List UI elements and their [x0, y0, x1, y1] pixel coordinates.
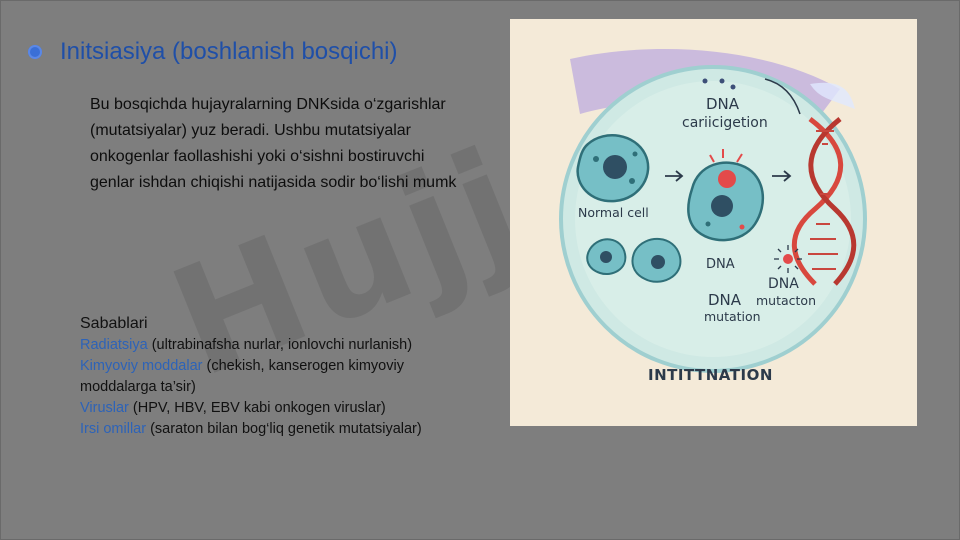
cause-detail: moddalarga ta’sir)	[80, 379, 196, 395]
label-dna-sub: cariicigetion	[682, 115, 768, 131]
cause-detail: (ultrabinafsha nurlar, ionlovchi nurlani…	[147, 337, 413, 353]
dna-rungs	[808, 130, 838, 270]
mutation-spot	[718, 170, 736, 188]
dot	[593, 156, 599, 162]
dna-strand	[808, 117, 857, 286]
label-caption: INTITTNATION	[648, 366, 773, 384]
cause-detail: (HPV, HBV, EBV kabi onkogen viruslar)	[128, 400, 386, 416]
glare-shape	[810, 82, 855, 109]
dot	[702, 78, 708, 84]
arrow-right-icon	[665, 170, 684, 182]
slide-title: Initsiasiya (boshlanish bosqichi)	[60, 38, 398, 65]
intro-paragraph: Bu bosqichda hujayralarning DNKsida o‘zg…	[90, 92, 510, 196]
cause-term: Kimyoviy moddalar	[80, 358, 203, 374]
mutation-spot	[783, 254, 793, 264]
cell-nucleus	[711, 195, 733, 217]
cause-term: Radiatsiya	[80, 337, 148, 353]
illustration-graphic	[559, 49, 867, 373]
label-normal-cell: Normal cell	[578, 205, 649, 220]
dot	[730, 84, 736, 90]
causes-section: Sabablari Radiatsiya (ultrabinafsha nurl…	[80, 313, 422, 440]
paragraph-line: onkogenlar faollashishi yoki o‘sishni bo…	[90, 148, 425, 165]
arrow-right-icon	[772, 170, 792, 182]
cell-nucleus	[603, 155, 627, 179]
cell-nucleus	[651, 255, 665, 269]
burst-line	[709, 154, 715, 163]
cause-term: Viruslar	[80, 400, 129, 416]
dot	[632, 151, 638, 157]
label-dna-top: DNA	[706, 95, 740, 113]
dot	[629, 178, 635, 184]
dot	[719, 78, 725, 84]
paragraph-line: genlar ishdan chiqishi natijasida sodir …	[90, 174, 457, 191]
arrow-line	[764, 78, 801, 115]
paragraph-line: Bu bosqichda hujayralarning DNKsida o‘zg…	[90, 96, 446, 113]
label-mutacton: mutacton	[756, 293, 817, 308]
cause-term: Irsi omillar	[80, 421, 147, 437]
causes-heading: Sabablari	[80, 315, 148, 332]
dot	[739, 224, 745, 230]
burst-lines	[774, 245, 802, 273]
initiation-illustration: DNA cariicigetion Normal cell DNA DNA mu…	[510, 19, 917, 426]
cause-item: moddalarga ta’sir)	[80, 377, 422, 398]
label-mutation: mutation	[704, 309, 761, 324]
title-row: Initsiasiya (boshlanish bosqichi)	[28, 38, 398, 66]
cause-item: Radiatsiya (ultrabinafsha nurlar, ionlov…	[80, 335, 422, 356]
cause-item: Viruslar (HPV, HBV, EBV kabi onkogen vir…	[80, 398, 422, 419]
cause-item: Irsi omillar (saraton bilan bog‘liq gene…	[80, 419, 422, 440]
cause-detail: (chekish, kanserogen kimyoviy	[202, 358, 404, 374]
label-dna-mid: DNA	[706, 257, 735, 272]
cause-item: Kimyoviy moddalar (chekish, kanserogen k…	[80, 356, 422, 377]
label-dna-right: DNA	[768, 276, 799, 292]
cell-nucleus	[600, 251, 612, 263]
paragraph-line: (mutatsiyalar) yuz beradi. Ushbu mutatsi…	[90, 122, 412, 139]
burst-line	[736, 153, 743, 163]
cause-detail: (saraton bilan bog‘liq genetik mutatsiya…	[146, 421, 422, 437]
label-dna-bottom: DNA	[708, 291, 742, 309]
bullet-dot-icon	[28, 45, 42, 59]
dot	[705, 221, 711, 227]
